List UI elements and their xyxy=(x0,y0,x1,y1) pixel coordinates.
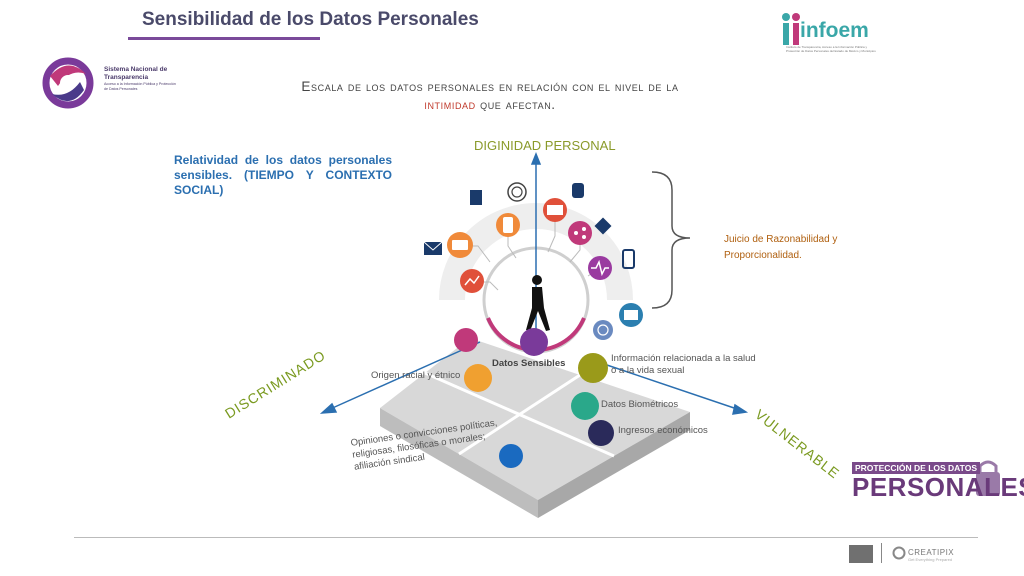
proteccion-badge xyxy=(848,460,1006,505)
fingerprint-icon xyxy=(593,320,613,340)
phone-icon xyxy=(496,213,520,237)
relativity-note: Relatividad de los datos personales sens… xyxy=(174,153,392,197)
heading-text-end: que afectan. xyxy=(475,97,556,112)
tag-icon xyxy=(594,217,612,235)
ingresos-label: Ingresos económicos xyxy=(618,425,708,436)
heading-highlight: intimidad xyxy=(424,97,476,112)
heading-text: Escala de los datos personales en relaci… xyxy=(301,79,679,94)
right-axis xyxy=(597,361,741,411)
heart-rate-icon xyxy=(588,256,612,280)
snt-subtitle: Acceso a la Información Pública y Protec… xyxy=(104,82,176,91)
footer-separator xyxy=(881,543,882,563)
infoem-logo-text: infoem xyxy=(800,19,869,42)
biometricos-label: Datos Biométricos xyxy=(601,399,679,410)
mobile-icon xyxy=(622,249,635,269)
opiniones-circle xyxy=(499,444,523,468)
footer-square xyxy=(849,545,873,563)
origen-racial-label: Origen racial y étnico xyxy=(371,370,461,381)
salud-label: Información relacionada a la salud o a l… xyxy=(611,353,756,376)
top-axis-label: DIGINIDAD PERSONAL xyxy=(474,138,616,153)
book-icon xyxy=(470,190,482,205)
fingerprint-icon xyxy=(507,182,527,202)
creatipix-tagline: Get Everything Prepared xyxy=(908,557,953,562)
datos-sensibles-label: Datos Sensibles xyxy=(492,358,566,369)
title-underline xyxy=(128,37,320,40)
footer-divider xyxy=(74,537,978,538)
infoem-logo xyxy=(778,8,878,58)
salud-circle xyxy=(578,353,608,383)
snt-logo xyxy=(40,56,100,115)
left-axis xyxy=(327,341,481,411)
envelope-icon xyxy=(619,303,643,327)
page-title: Sensibilidad de los Datos Personales xyxy=(142,9,479,30)
creatipix-logo-icon xyxy=(892,546,906,560)
biometricos-circle xyxy=(571,392,599,420)
brace-note: Juicio de Razonabilidad y Proporcionalid… xyxy=(724,234,838,261)
badge-top-text: PROTECCIÓN DE LOS DATOS xyxy=(852,462,981,474)
share-icon xyxy=(568,221,592,245)
infoem-caption: Instituto de Transparencia, Acceso a la … xyxy=(786,45,876,53)
card-icon xyxy=(543,198,567,222)
platform xyxy=(380,338,690,518)
person-walking-icon xyxy=(526,275,550,331)
brace xyxy=(651,171,691,309)
creatipix-brand: CREATIPIX xyxy=(908,548,955,557)
slide-heading: Escala de los datos personales en relaci… xyxy=(300,78,680,114)
mail-icon xyxy=(423,241,443,255)
badge-main-text: PERSONALES xyxy=(852,472,1024,502)
id-card-icon xyxy=(447,232,473,258)
chart-icon xyxy=(460,269,484,293)
origen-racial-circle xyxy=(464,364,492,392)
chart-icon xyxy=(454,328,478,352)
snt-title: Sistema Nacional de Transparencia xyxy=(104,66,168,82)
database-icon xyxy=(572,183,584,198)
datos-sensibles-circle xyxy=(520,328,548,356)
ingresos-circle xyxy=(588,420,614,446)
